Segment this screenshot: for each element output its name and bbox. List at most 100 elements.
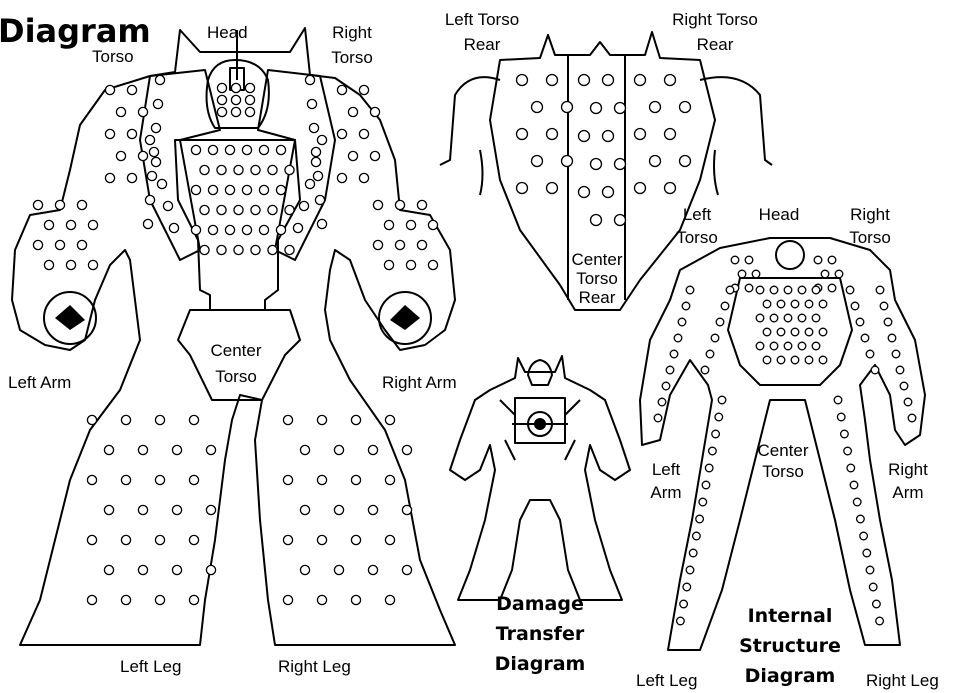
armor-point[interactable] [259, 185, 268, 194]
internal-structure-point[interactable] [798, 342, 806, 350]
armor-point[interactable] [268, 245, 277, 254]
internal-structure-point[interactable] [876, 286, 884, 294]
armor-point[interactable] [402, 445, 411, 454]
internal-structure-point[interactable] [805, 356, 813, 364]
armor-point[interactable] [317, 135, 326, 144]
armor-point[interactable] [385, 475, 394, 484]
armor-point[interactable] [169, 223, 178, 232]
armor-point[interactable] [268, 165, 277, 174]
internal-structure-point[interactable] [701, 366, 709, 374]
armor-point[interactable] [317, 595, 326, 604]
armor-point[interactable] [87, 415, 96, 424]
internal-structure-point[interactable] [900, 382, 908, 390]
internal-structure-point[interactable] [680, 600, 688, 608]
armor-point[interactable] [251, 245, 260, 254]
armor-point[interactable] [77, 240, 86, 249]
armor-point[interactable] [368, 565, 377, 574]
internal-structure-point[interactable] [856, 318, 864, 326]
armor-point[interactable] [665, 129, 676, 140]
armor-point[interactable] [145, 135, 154, 144]
armor-point[interactable] [591, 215, 602, 226]
armor-point[interactable] [285, 165, 294, 174]
internal-structure-point[interactable] [738, 270, 746, 278]
armor-point[interactable] [562, 102, 573, 113]
armor-point[interactable] [313, 171, 322, 180]
armor-point[interactable] [138, 565, 147, 574]
internal-structure-point[interactable] [686, 566, 694, 574]
armor-point[interactable] [234, 245, 243, 254]
internal-structure-point[interactable] [678, 318, 686, 326]
armor-point[interactable] [217, 95, 226, 104]
internal-structure-point[interactable] [654, 414, 662, 422]
armor-point[interactable] [283, 415, 292, 424]
armor-point[interactable] [127, 85, 136, 94]
internal-structure-point[interactable] [683, 583, 691, 591]
armor-point[interactable] [305, 75, 314, 84]
armor-point[interactable] [517, 75, 528, 86]
internal-structure-point[interactable] [721, 302, 729, 310]
internal-structure-point[interactable] [888, 334, 896, 342]
armor-point[interactable] [121, 535, 130, 544]
internal-structure-point[interactable] [666, 366, 674, 374]
armor-point[interactable] [206, 505, 215, 514]
armor-point[interactable] [200, 245, 209, 254]
armor-point[interactable] [635, 75, 646, 86]
armor-point[interactable] [55, 240, 64, 249]
armor-point[interactable] [33, 200, 42, 209]
armor-point[interactable] [206, 445, 215, 454]
armor-point[interactable] [311, 147, 320, 156]
internal-structure-point[interactable] [861, 334, 869, 342]
internal-structure-point[interactable] [853, 498, 861, 506]
internal-structure-point[interactable] [847, 464, 855, 472]
armor-point[interactable] [33, 240, 42, 249]
internal-structure-point[interactable] [770, 342, 778, 350]
armor-point[interactable] [208, 225, 217, 234]
armor-point[interactable] [615, 215, 626, 226]
internal-structure-point[interactable] [798, 314, 806, 322]
armor-point[interactable] [311, 157, 320, 166]
internal-structure-point[interactable] [819, 300, 827, 308]
armor-point[interactable] [650, 102, 661, 113]
internal-structure-point[interactable] [770, 286, 778, 294]
armor-point[interactable] [66, 220, 75, 229]
armor-point[interactable] [189, 535, 198, 544]
armor-point[interactable] [231, 83, 240, 92]
armor-point[interactable] [359, 173, 368, 182]
armor-point[interactable] [300, 565, 309, 574]
internal-structure-point[interactable] [686, 286, 694, 294]
internal-structure-point[interactable] [716, 318, 724, 326]
armor-point[interactable] [157, 179, 166, 188]
internal-structure-point[interactable] [784, 342, 792, 350]
internal-structure-point[interactable] [892, 350, 900, 358]
armor-point[interactable] [189, 475, 198, 484]
internal-structure-point[interactable] [805, 300, 813, 308]
armor-point[interactable] [368, 445, 377, 454]
armor-point[interactable] [104, 505, 113, 514]
internal-structure-point[interactable] [798, 286, 806, 294]
internal-structure-point[interactable] [880, 302, 888, 310]
armor-point[interactable] [87, 595, 96, 604]
armor-point[interactable] [251, 205, 260, 214]
armor-point[interactable] [384, 260, 393, 269]
internal-structure-point[interactable] [699, 498, 707, 506]
armor-point[interactable] [395, 200, 404, 209]
armor-point[interactable] [116, 107, 125, 116]
armor-point[interactable] [603, 187, 614, 198]
armor-point[interactable] [402, 505, 411, 514]
armor-point[interactable] [337, 129, 346, 138]
internal-structure-point[interactable] [828, 284, 836, 292]
internal-structure-point[interactable] [835, 270, 843, 278]
internal-structure-point[interactable] [904, 398, 912, 406]
internal-structure-point[interactable] [841, 430, 849, 438]
internal-structure-point[interactable] [689, 549, 697, 557]
armor-point[interactable] [532, 102, 543, 113]
armor-point[interactable] [603, 75, 614, 86]
armor-point[interactable] [402, 565, 411, 574]
internal-structure-point[interactable] [777, 328, 785, 336]
internal-structure-point[interactable] [705, 464, 713, 472]
armor-point[interactable] [155, 415, 164, 424]
internal-structure-point[interactable] [863, 549, 871, 557]
armor-point[interactable] [665, 183, 676, 194]
armor-point[interactable] [245, 95, 254, 104]
internal-structure-point[interactable] [756, 342, 764, 350]
